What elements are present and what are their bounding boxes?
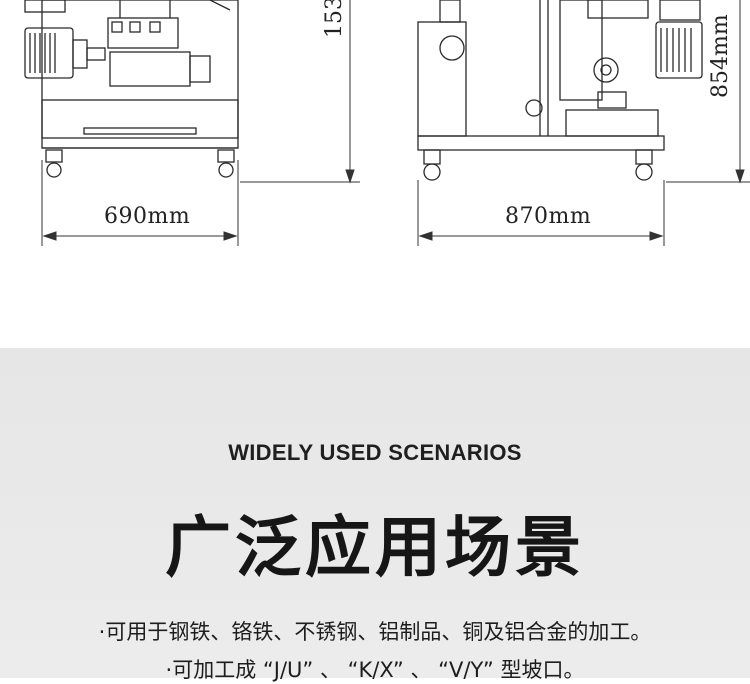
machine-line-drawing	[24, 0, 750, 246]
technical-drawing: 690mm 870mm 153 854mm	[0, 0, 750, 248]
right-height-dimension: 854mm	[708, 14, 733, 98]
scenarios-section: WIDELY USED SCENARIOS 广泛应用场景 ·可用于钢铁、铬铁、不…	[0, 348, 750, 682]
spacer	[0, 248, 750, 348]
scenarios-title-cn: 广泛应用场景	[165, 509, 585, 586]
scenario-bullet: ·可用于钢铁、铬铁、不锈钢、铝制品、铜及铝合金的加工。	[98, 620, 652, 644]
right-width-dimension: 870mm	[505, 204, 592, 229]
left-width-dimension: 690mm	[104, 204, 191, 229]
scenarios-title-en: WIDELY USED SCENARIOS	[228, 440, 522, 465]
left-height-dimension: 153	[322, 0, 347, 38]
scenario-bullet: ·可加工成 “J/U” 、 “K/X” 、 “V/Y” 型坡口。	[165, 658, 585, 682]
